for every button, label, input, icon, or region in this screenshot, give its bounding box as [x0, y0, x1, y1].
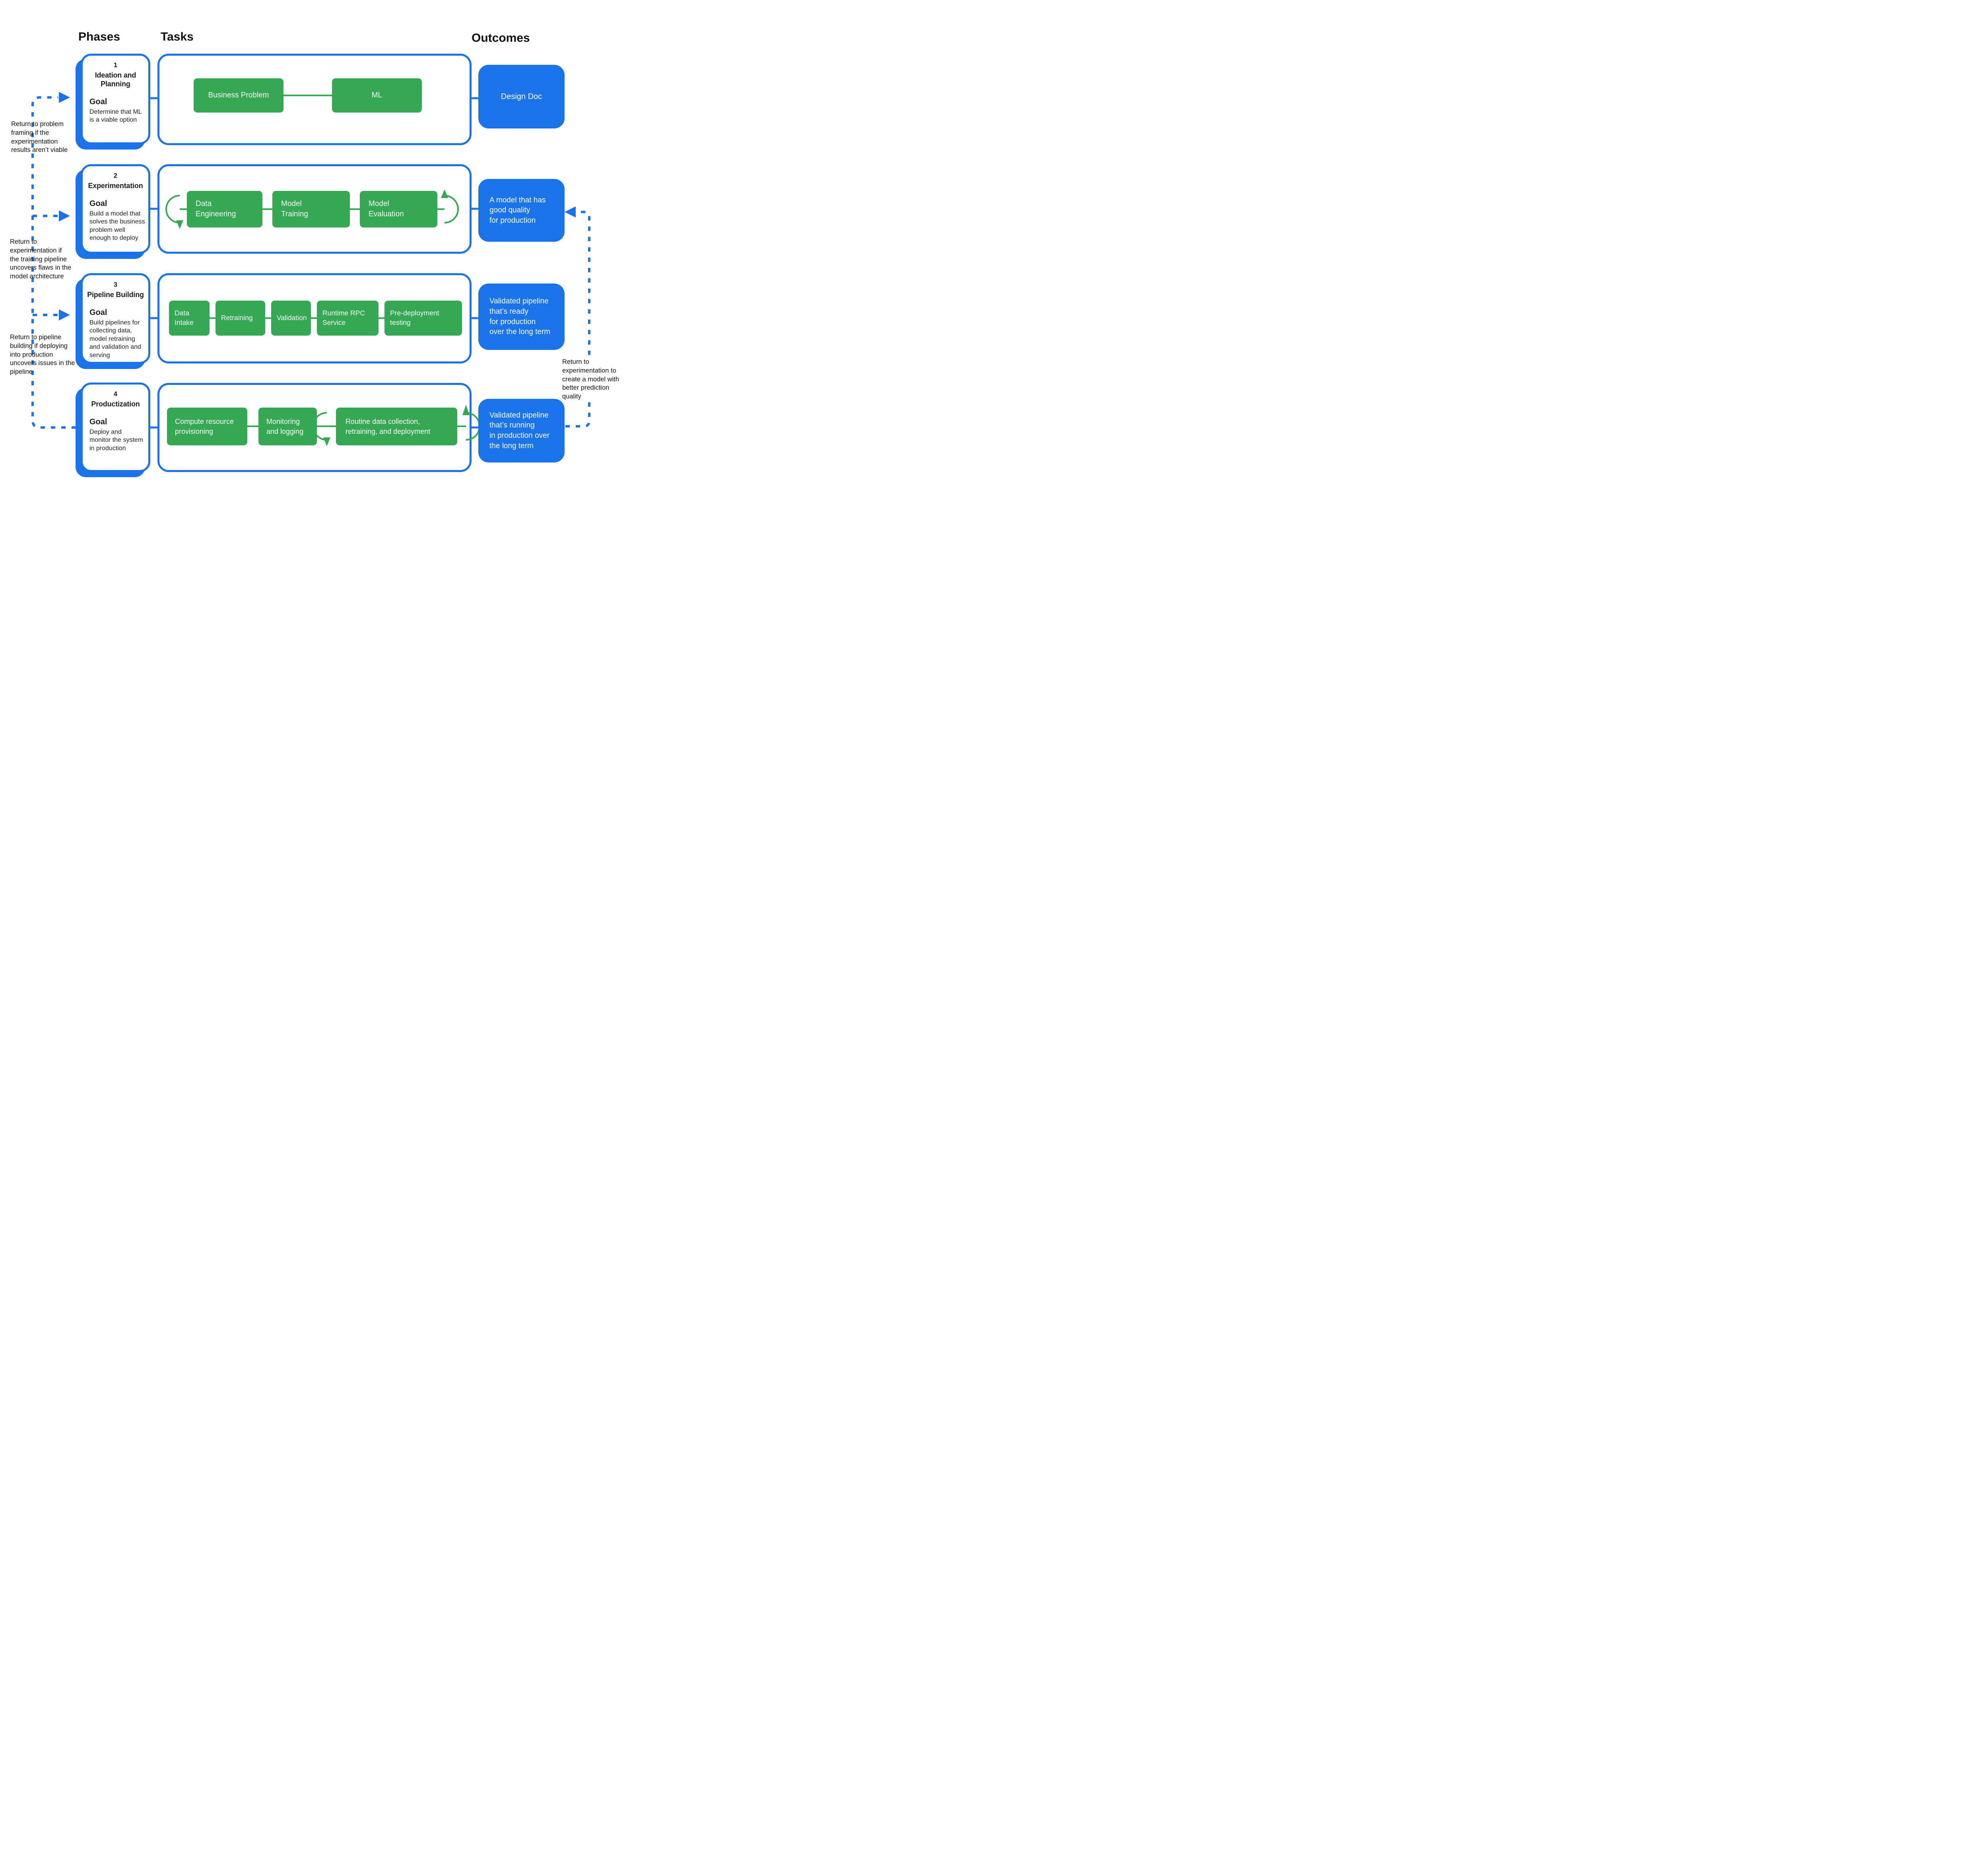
return-arrowhead-icon	[59, 309, 70, 321]
mlops-phases-diagram: Phases Tasks Outcomes 1 Ideation and Pla…	[0, 0, 620, 512]
phase-number: 1	[113, 61, 118, 69]
goal-text: Determine that ML is a viable option	[89, 108, 142, 124]
task-node-routine-data-collection: Routine data collection, retraining, and…	[336, 408, 457, 445]
annotation-return-to-experimentation: Return to experimentation if the trainin…	[10, 238, 72, 280]
goal-label: Goal	[89, 308, 107, 317]
outcome-box-validated-pipeline-running: Validated pipeline that’s running in pro…	[478, 399, 565, 462]
outcome-box-validated-pipeline-ready: Validated pipeline that’s ready for prod…	[478, 284, 565, 350]
phase-title: Productization	[91, 400, 140, 408]
phase-card-productization: 4 Productization Goal Deploy and monitor…	[81, 383, 150, 472]
task-connectors	[180, 95, 466, 427]
task-node-runtime-rpc-service: Runtime RPC Service	[317, 301, 379, 336]
phase-card-ideation-planning: 1 Ideation and Planning Goal Determine t…	[81, 54, 150, 144]
phase-card-pipeline-building: 3 Pipeline Building Goal Build pipelines…	[81, 273, 150, 364]
return-arrowhead-icon	[565, 206, 576, 218]
phase-number: 3	[113, 281, 118, 288]
phase-title: Pipeline Building	[87, 291, 144, 299]
phase-card-experimentation: 2 Experimentation Goal Build a model tha…	[81, 164, 150, 254]
goal-label: Goal	[89, 417, 107, 426]
goal-label: Goal	[89, 97, 107, 106]
loop-arrowhead-icon	[176, 220, 183, 229]
dotted-return-path-left	[31, 96, 76, 429]
task-node-retraining: Retraining	[215, 301, 265, 336]
cycle-loop-experimentation	[165, 189, 459, 229]
phase-title: Experimentation	[88, 182, 143, 190]
loop-arrowhead-icon	[323, 437, 330, 446]
column-header-phases: Phases	[78, 30, 120, 43]
task-node-ml: ML	[332, 78, 422, 113]
annotation-return-to-pipeline-building: Return to pipeline building if deploying…	[10, 334, 75, 376]
annotation-return-to-problem-framing: Return to problem framing if the experim…	[11, 120, 68, 154]
outcome-box-model-good-quality: A model that has good quality for produc…	[478, 179, 565, 242]
goal-text: Build a model that solves the business p…	[89, 210, 145, 242]
return-arrowhead-icon	[59, 210, 70, 221]
task-node-data-engineering: Data Engineering	[187, 191, 262, 227]
column-header-outcomes: Outcomes	[472, 31, 530, 45]
annotation-return-to-experimentation-right: Return to experimentation to create a mo…	[562, 358, 619, 401]
task-node-monitoring-and-logging: Monitoring and logging	[258, 408, 317, 445]
outcome-box-design-doc: Design Doc	[478, 65, 565, 128]
task-node-validation: Validation	[271, 301, 311, 336]
goal-label: Goal	[89, 199, 107, 208]
task-node-pre-deployment-testing: Pre-deployment testing	[384, 301, 462, 336]
task-node-compute-resource-provisioning: Compute resource provisioning	[167, 408, 247, 445]
loop-arrowhead-icon	[462, 405, 470, 415]
return-arrowhead-icon	[59, 92, 70, 103]
task-node-model-evaluation: Model Evaluation	[360, 191, 437, 227]
goal-text: Deploy and monitor the system in product…	[89, 428, 144, 452]
phase-number: 4	[113, 390, 118, 398]
task-node-data-intake: Data Intake	[169, 301, 210, 336]
task-node-model-training: Model Training	[272, 191, 350, 227]
column-header-tasks: Tasks	[161, 30, 194, 43]
task-node-business-problem: Business Problem	[194, 78, 283, 113]
phase-number: 2	[113, 172, 118, 179]
solid-connectors	[149, 97, 480, 429]
loop-arrowhead-icon	[441, 189, 448, 198]
phase-title: Ideation and Planning	[95, 71, 136, 88]
goal-text: Build pipelines for collecting data, mod…	[89, 319, 141, 359]
